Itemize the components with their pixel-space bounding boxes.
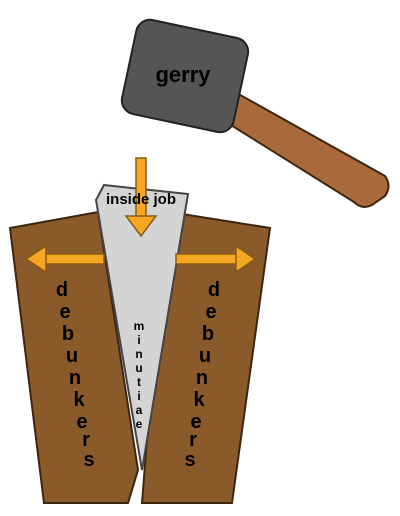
left-wood-block xyxy=(8,210,140,504)
svg-text:b: b xyxy=(202,323,214,345)
wedge xyxy=(94,183,190,471)
svg-text:u: u xyxy=(199,345,211,367)
svg-text:e: e xyxy=(76,411,87,433)
svg-text:d: d xyxy=(208,279,220,301)
svg-text:k: k xyxy=(73,389,85,411)
svg-text:d: d xyxy=(56,279,68,301)
svg-text:e: e xyxy=(136,417,143,431)
svg-text:e: e xyxy=(205,301,216,323)
svg-text:n: n xyxy=(135,347,142,361)
svg-text:n: n xyxy=(196,367,208,389)
svg-text:s: s xyxy=(184,449,195,471)
svg-text:r: r xyxy=(82,429,90,451)
down-arrow-icon xyxy=(124,157,158,238)
svg-text:s: s xyxy=(83,449,94,471)
svg-text:u: u xyxy=(135,361,142,375)
svg-text:r: r xyxy=(189,429,197,451)
svg-text:e: e xyxy=(190,411,201,433)
left-arrow-icon xyxy=(24,244,105,274)
svg-text:e: e xyxy=(59,301,70,323)
right-block-label: d e b u n k e r s xyxy=(184,279,220,471)
svg-text:a: a xyxy=(136,403,143,417)
svg-text:k: k xyxy=(193,389,205,411)
left-block-label: d e b u n k e r s xyxy=(56,279,95,471)
wedge-inner-label: m i n u t i a e xyxy=(134,319,145,431)
right-arrow-icon xyxy=(175,244,257,274)
wedge-label: inside job xyxy=(106,191,176,208)
svg-text:t: t xyxy=(137,375,141,389)
svg-text:m: m xyxy=(134,319,145,333)
hammer-head xyxy=(120,18,250,134)
hammer xyxy=(120,18,390,208)
svg-text:u: u xyxy=(66,345,78,367)
svg-text:i: i xyxy=(137,333,140,347)
svg-text:b: b xyxy=(62,323,74,345)
svg-text:n: n xyxy=(69,367,81,389)
svg-text:i: i xyxy=(137,389,140,403)
hammer-label: gerry xyxy=(155,62,211,87)
